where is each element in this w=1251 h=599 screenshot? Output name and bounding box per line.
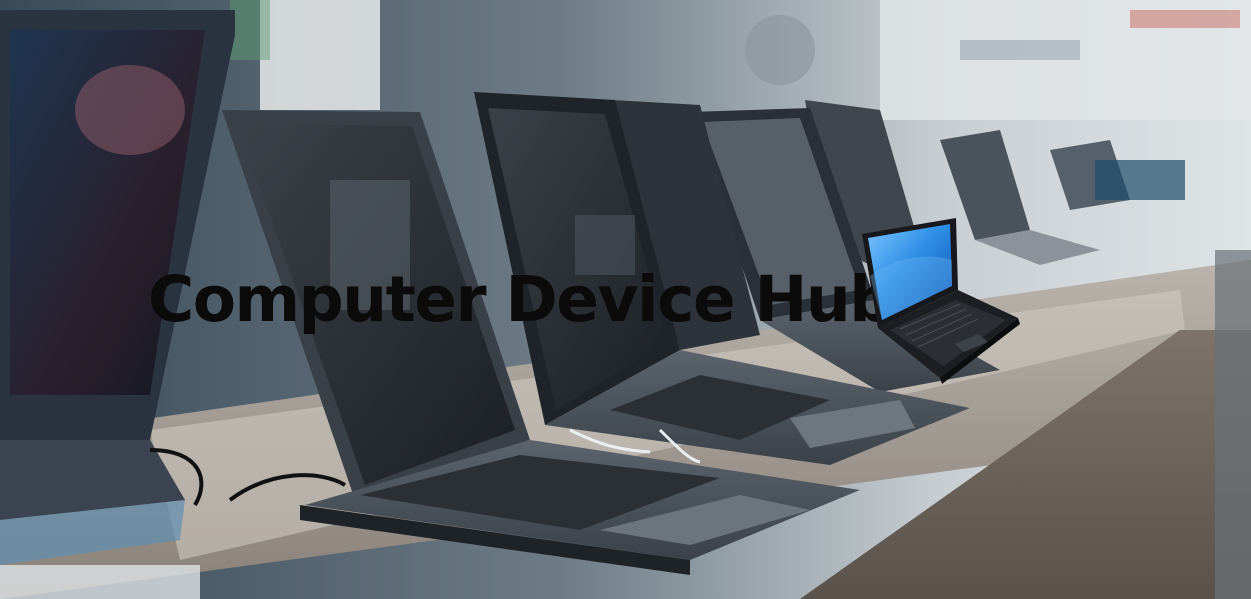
site-title: Computer Device Hub — [148, 263, 894, 336]
laptop-icon — [862, 218, 1020, 384]
